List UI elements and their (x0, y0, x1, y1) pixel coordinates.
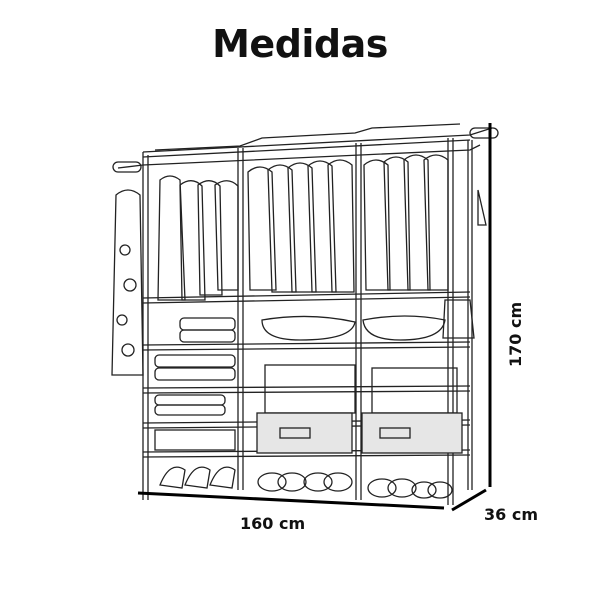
width-label: 160 cm (240, 514, 306, 533)
dimension-lines (137, 123, 492, 512)
depth-label: 36 cm (484, 505, 538, 524)
height-label: 170 cm (506, 301, 525, 367)
page-title: Medidas (212, 22, 388, 66)
shoes (159, 466, 453, 499)
depth-line (451, 488, 487, 512)
frame (112, 123, 499, 505)
width-line (137, 491, 445, 510)
hanging-clothes (111, 154, 487, 376)
shelf-items (154, 299, 475, 454)
